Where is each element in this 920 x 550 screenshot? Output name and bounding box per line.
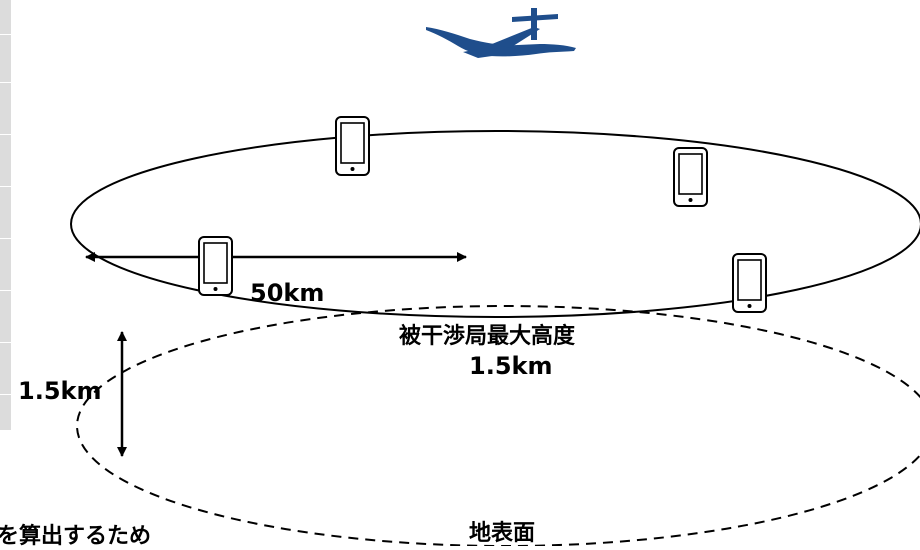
airplane-icon [426,8,576,58]
radius-label: 50km [250,279,325,307]
ground-surface-label: 地表面 [469,521,536,546]
max-height-title: 被干渉局最大高度 [399,324,576,349]
left-edge-strip [0,0,11,430]
coverage-area-ellipse [70,130,920,318]
max-height-value: 1.5km [469,352,553,380]
ground-surface-ellipse [76,305,920,546]
vertical-height-label: 1.5km [18,377,102,405]
smartphone-icon [732,253,767,313]
smartphone-icon [335,116,370,176]
cut-off-caption: を算出するため [0,524,152,549]
smartphone-icon [673,147,708,207]
smartphone-icon [198,236,233,296]
